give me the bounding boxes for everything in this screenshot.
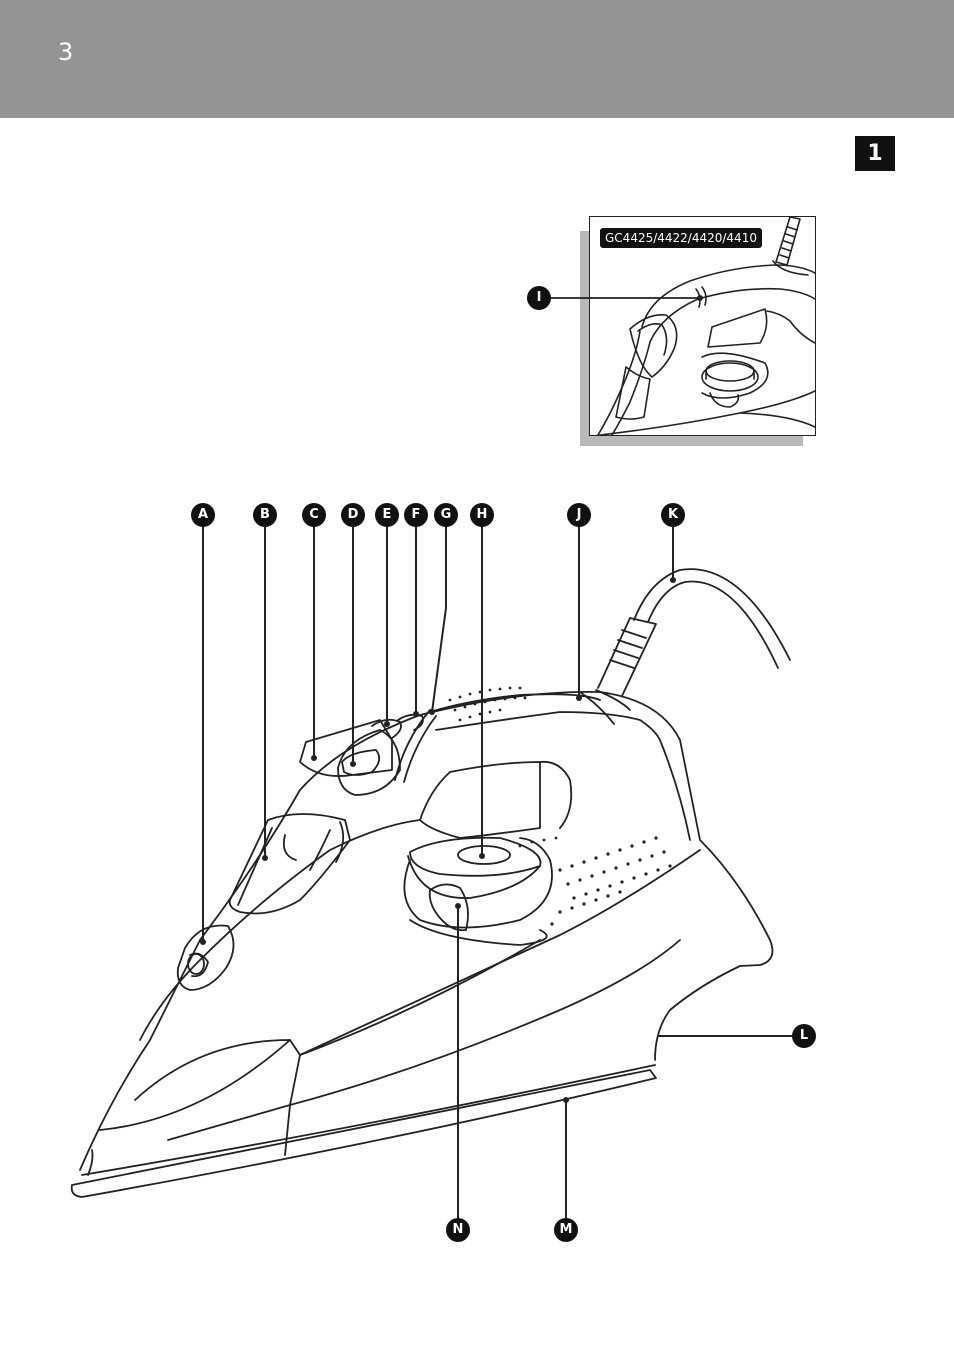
callout-leader-dots [200, 295, 703, 1103]
page-number: 3 [58, 38, 74, 66]
callout-g: G [434, 503, 458, 527]
callout-e: E [375, 503, 399, 527]
callout-h: H [470, 503, 494, 527]
callout-b: B [253, 503, 277, 527]
callout-l: L [792, 1024, 816, 1048]
callout-a: A [191, 503, 215, 527]
model-number-label: GC4425/4422/4420/4410 [600, 228, 762, 248]
soleplate-outline [70, 1069, 657, 1198]
callout-leader-lines [202, 526, 793, 1219]
callout-k: K [661, 503, 685, 527]
steam-vent-dots [448, 686, 672, 926]
header-bar: 3 [0, 0, 954, 118]
inset-illustration [589, 216, 816, 436]
callout-j: J [567, 503, 591, 527]
callout-c: C [302, 503, 326, 527]
figure-number-badge: 1 [855, 136, 895, 171]
inset-iron-drawing [597, 217, 815, 435]
callout-f: F [404, 503, 428, 527]
callout-m: M [554, 1218, 578, 1242]
callout-n: N [446, 1218, 470, 1242]
callout-i: I [527, 286, 551, 310]
callout-d: D [341, 503, 365, 527]
